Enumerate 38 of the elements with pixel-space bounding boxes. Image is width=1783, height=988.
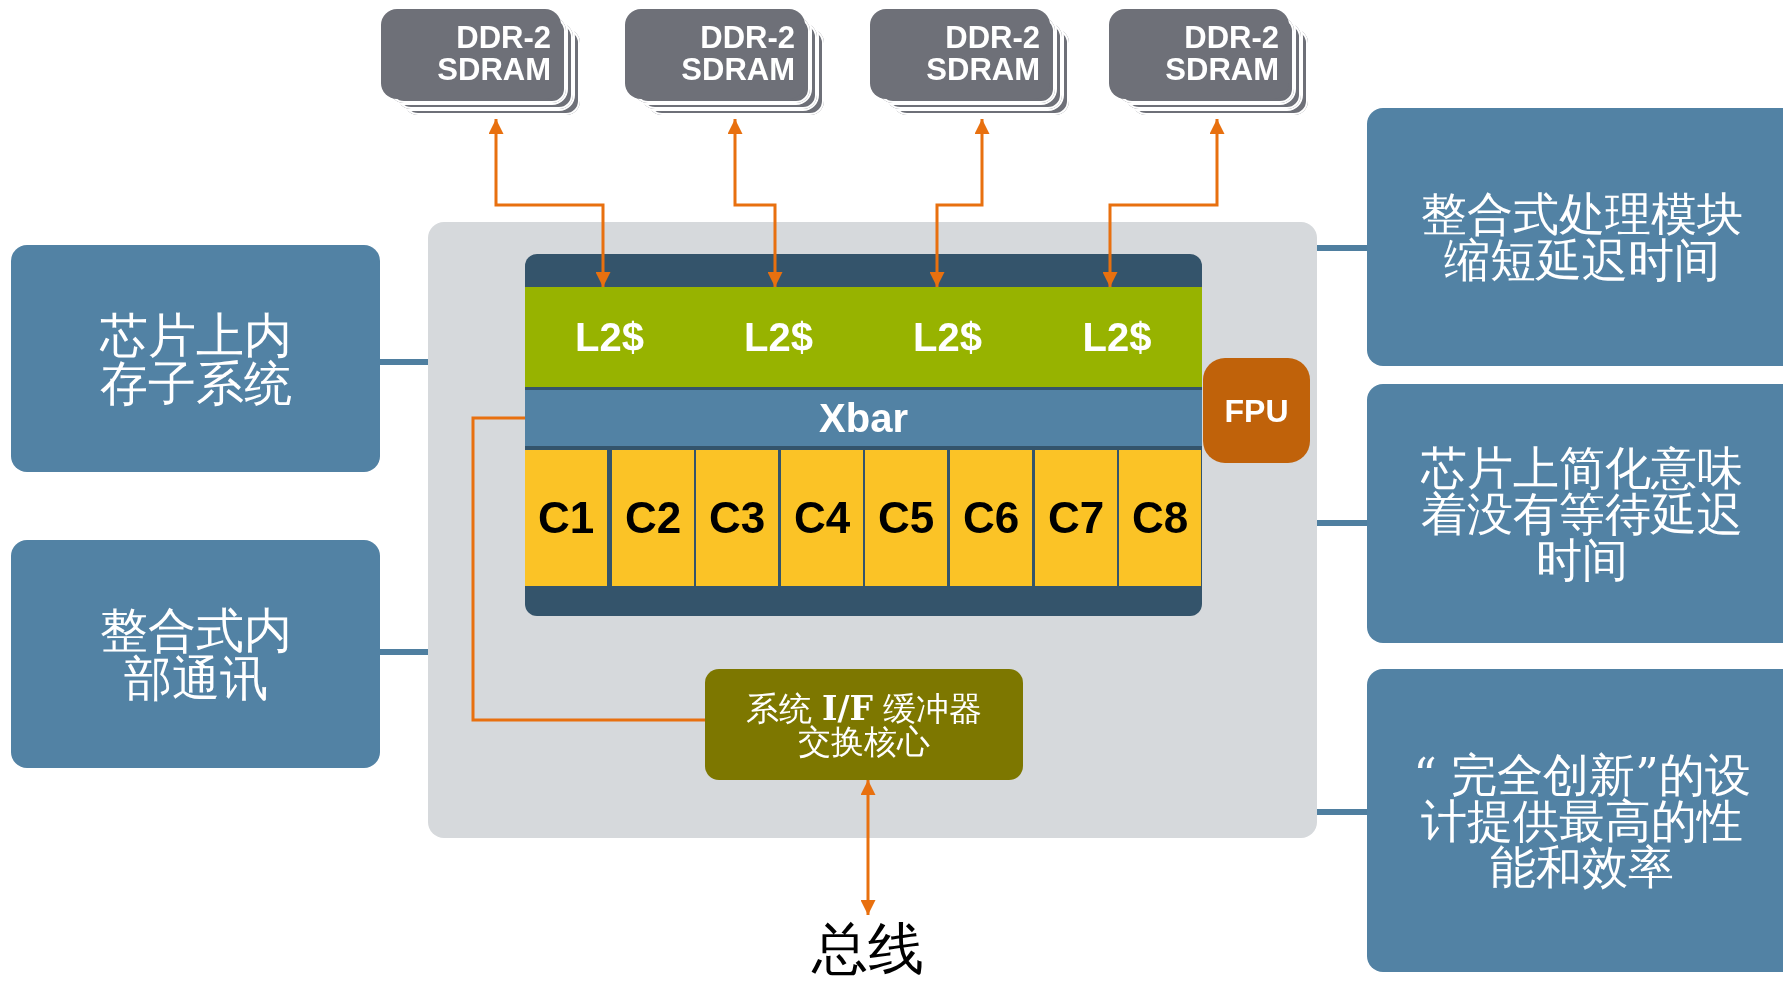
arrow <box>1102 119 1225 287</box>
connector-line <box>1317 245 1367 251</box>
connector-line <box>1317 809 1367 815</box>
cache-cell: L2$ <box>694 287 863 387</box>
feature-box: 整合式处理模块缩短延迟时间 <box>1367 108 1783 366</box>
feature-box: 整合式内部通讯 <box>11 540 380 768</box>
cache-cell: L2$ <box>525 287 694 387</box>
feature-box: 芯片上简化意味着没有等待延迟时间 <box>1367 384 1783 643</box>
processor-block <box>525 254 1202 616</box>
connector-line <box>380 359 428 365</box>
interface-box: 系统 I/F 缓冲器交换核心 <box>705 669 1023 780</box>
connector-line <box>471 416 705 722</box>
feature-box: “ 完全创新”的设计提供最高的性能和效率 <box>1367 669 1783 972</box>
feature-box: 芯片上内存子系统 <box>11 245 380 472</box>
chip-panel <box>428 222 1317 838</box>
core-cell: C1 <box>525 450 607 586</box>
core-cell: C2 <box>612 450 694 586</box>
core-cell: C3 <box>696 450 778 586</box>
module-label: DDR-2 SDRAM <box>925 22 1040 86</box>
core-cell: C8 <box>1119 450 1201 586</box>
bus-label: 总线 <box>803 915 933 983</box>
module-label: DDR-2 SDRAM <box>436 22 551 86</box>
core-cell: C4 <box>781 450 863 586</box>
connector-line <box>1317 520 1367 526</box>
module-label: DDR-2 SDRAM <box>1164 22 1279 86</box>
module-label: DDR-2 SDRAM <box>680 22 795 86</box>
arrow <box>929 119 990 287</box>
fpu-box: FPU <box>1203 358 1310 463</box>
cache-cell: L2$ <box>1032 287 1202 387</box>
crossbar-band: Xbar <box>525 390 1202 446</box>
connector-line <box>380 649 428 655</box>
core-cell: C5 <box>865 450 947 586</box>
core-cell: C6 <box>950 450 1032 586</box>
arrow <box>727 119 783 287</box>
arrow <box>860 780 876 915</box>
cache-cell: L2$ <box>863 287 1032 387</box>
arrow <box>488 119 611 287</box>
core-cell: C7 <box>1035 450 1117 586</box>
